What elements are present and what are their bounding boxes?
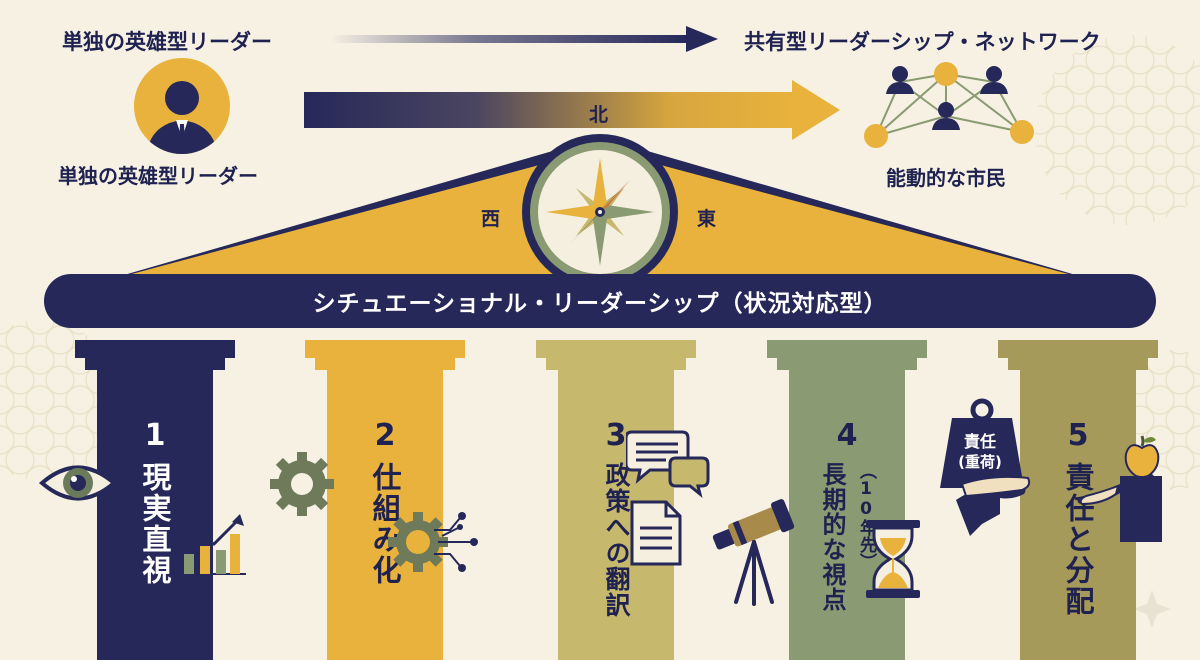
pillar-label: 現実直視	[138, 462, 172, 586]
apple-icon	[1124, 435, 1160, 478]
eye-icon	[38, 465, 118, 501]
compass-icon	[522, 134, 678, 278]
pillar-1: 1 現実直視	[75, 340, 235, 660]
compass-west: 西	[481, 208, 501, 230]
chat-icon	[626, 430, 710, 498]
weight-icon	[940, 398, 1024, 488]
network-caption: 能動的な市民	[886, 166, 1006, 190]
pillar-number: 4	[836, 418, 858, 453]
hourglass-icon	[866, 520, 920, 598]
pillar-number: 5	[1067, 418, 1089, 453]
compass-east: 東	[697, 208, 717, 230]
pillar-label: 政策への翻訳	[602, 462, 631, 618]
circuit-gear-icon	[388, 512, 478, 572]
pillar-number: 2	[374, 418, 396, 453]
person-icon	[134, 58, 230, 154]
pillar-number: 1	[144, 418, 166, 453]
telescope-icon	[712, 499, 795, 606]
weight-label-line2: (重荷)	[958, 453, 1002, 471]
pillar-2: 2 仕組み化	[305, 340, 465, 660]
document-icon	[630, 500, 682, 566]
weight-label-line1: 責任	[963, 432, 996, 451]
compass-north: 北	[589, 104, 609, 126]
network-icon	[864, 62, 1034, 148]
gear-icon	[270, 452, 334, 516]
pillar-number: 3	[605, 418, 627, 453]
left-label: 単独の英雄型リーダー	[62, 30, 272, 54]
chart-icon	[175, 514, 246, 575]
transition-arrow	[304, 80, 840, 140]
pillar-sublabel: （10年先）	[856, 462, 876, 570]
situational-leadership-banner: シチュエーショナル・リーダーシップ（状況対応型）	[44, 274, 1156, 328]
thin-arrow	[330, 26, 718, 52]
pillar-label: 責任と分配	[1061, 462, 1095, 617]
right-label: 共有型リーダーシップ・ネットワーク	[744, 30, 1101, 54]
pillar-4: 4 長期的な視点 （10年先）	[767, 340, 927, 660]
hand-icon	[956, 474, 1162, 542]
pillar-label: 長期的な視点	[818, 462, 846, 612]
pillar-5: 5 責任と分配	[998, 340, 1158, 660]
weight-label: 責任 (重荷)	[942, 432, 1018, 472]
person-caption: 単独の英雄型リーダー	[58, 164, 258, 188]
